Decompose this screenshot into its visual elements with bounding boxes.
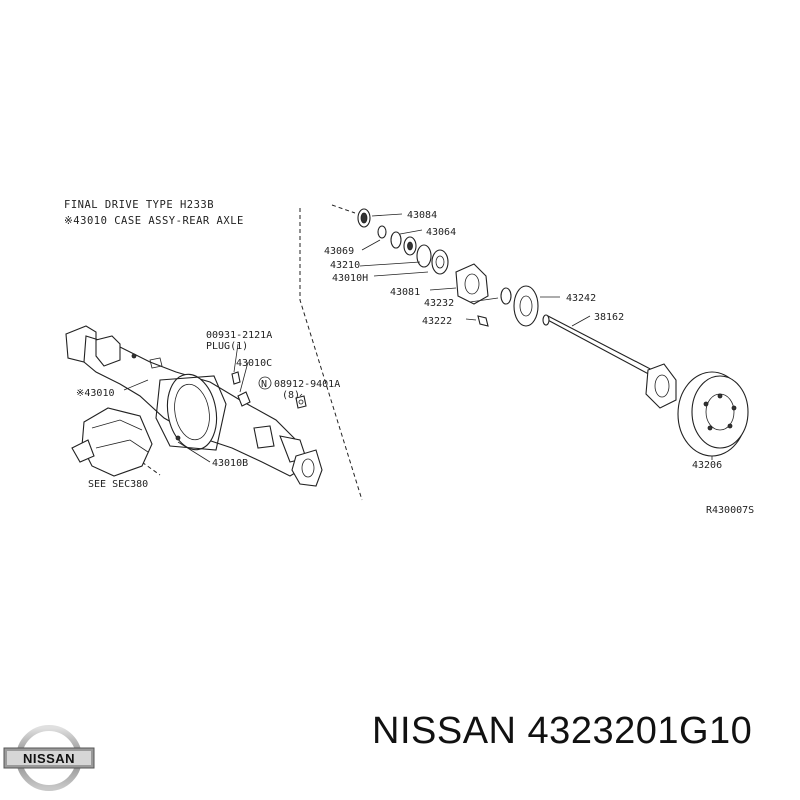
axle-shaft-38162 [542,314,677,409]
label-43010b: 43010B [212,458,248,469]
axle-housing [65,325,323,487]
label-see-sec380: SEE SEC380 [88,479,148,490]
label-43064: 43064 [426,227,456,238]
washer-43232 [500,287,512,305]
logo-text: NISSAN [23,751,75,766]
cage-43010h [416,244,449,275]
brake-drum-43206 [677,371,749,457]
label-43069: 43069 [324,246,354,257]
differential-carrier [71,407,153,477]
diagram-subtitle: ※43010 CASE ASSY-REAR AXLE [64,215,244,227]
nissan-logo: NISSAN [3,725,95,791]
label-plug: PLUG(1) [206,341,248,352]
label-43010c: 43010C [236,358,272,369]
retainer-43081 [455,263,489,305]
svg-text:N: N [261,379,267,390]
label-38162: 38162 [594,312,624,323]
brand-name: NISSAN [372,710,517,752]
label-43010: ※43010 [76,388,114,399]
dashed-boundary [299,204,363,501]
label-43010h: 43010H [332,273,368,284]
label-43242: 43242 [566,293,596,304]
label-qty-8: (8) [282,390,300,401]
label-43232: 43232 [424,298,454,309]
label-43210: 43210 [330,260,360,271]
product-caption: NISSAN 4323201G10 [372,710,752,753]
part-number: 4323201G10 [527,710,753,752]
label-43081: 43081 [390,287,420,298]
label-43084: 43084 [407,210,437,221]
plug-43010c [231,371,251,407]
label-00931: 00931-2121A [206,330,272,341]
backing-plate-43242 [513,285,539,327]
label-08912: 08912-9401A [274,379,340,390]
bolt-08912 [295,395,307,409]
seal-43084 [357,208,371,228]
label-43206: 43206 [692,460,722,471]
bearing-43064 [377,225,417,256]
reference-code: R430007S [706,505,754,516]
label-43222: 43222 [422,316,452,327]
diagram-title: FINAL DRIVE TYPE H233B [64,199,214,211]
bolt-43222 [477,315,489,327]
n-symbol-icon [258,376,272,390]
leader-lines [123,213,713,463]
